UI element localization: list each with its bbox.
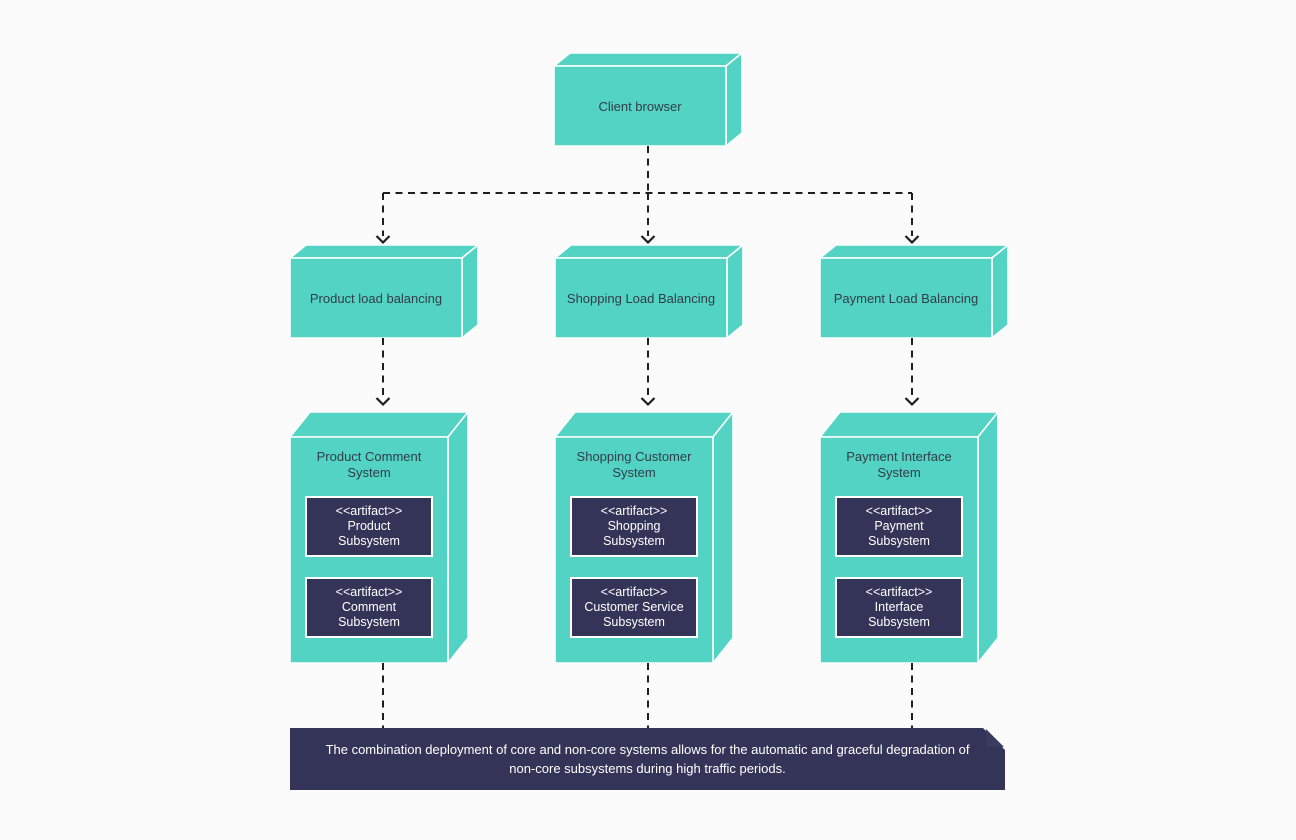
- node-top-face: [820, 245, 1008, 259]
- artifact-payment-subsystem: <<artifact>> Payment Subsystem: [835, 496, 963, 557]
- node-side-face: [461, 245, 478, 338]
- node-label: Product Comment System: [316, 449, 422, 480]
- note-fold-corner: [986, 729, 1004, 747]
- arrowhead-product-lb: [375, 235, 391, 245]
- node-side-face: [977, 412, 998, 663]
- node-side-face: [447, 412, 468, 663]
- artifact-name: Interface: [874, 600, 924, 614]
- artifact-shopping-subsystem: <<artifact>> Shopping Subsystem: [570, 496, 698, 557]
- artifact-name: Customer Service: [584, 600, 684, 614]
- artifact-interface-subsystem: <<artifact>> Interface Subsystem: [835, 577, 963, 638]
- node-box-graphic: [555, 245, 743, 338]
- artifact-kind: Subsystem: [338, 615, 400, 629]
- artifact-kind: Subsystem: [868, 615, 930, 629]
- artifact-stereotype: <<artifact>>: [335, 504, 403, 518]
- node-front-face: [555, 257, 728, 338]
- node-label: Payment Load Balancing: [833, 290, 979, 306]
- arrowhead-shopping-system: [640, 397, 656, 407]
- node-product-load-balancing: Product load balancing: [290, 245, 478, 338]
- deployment-note: The combination deployment of core and n…: [290, 728, 1005, 790]
- node-top-face: [290, 412, 468, 438]
- node-front-face: [554, 65, 727, 146]
- node-top-face: [555, 245, 743, 259]
- arrowhead-shopping-lb: [640, 235, 656, 245]
- node-side-face: [725, 53, 742, 146]
- artifact-stereotype: <<artifact>>: [600, 504, 668, 518]
- artifact-kind: Subsystem: [338, 534, 400, 548]
- node-label: Product load balancing: [309, 290, 443, 306]
- node-side-face: [991, 245, 1008, 338]
- note-text: The combination deployment of core and n…: [325, 742, 970, 776]
- arrowhead-payment-lb: [904, 235, 920, 245]
- node-label: Payment Interface System: [846, 449, 952, 480]
- node-label: Shopping Load Balancing: [566, 290, 716, 306]
- node-side-face: [712, 412, 733, 663]
- artifact-name: Comment: [341, 600, 397, 614]
- node-side-face: [726, 245, 743, 338]
- artifact-kind: Subsystem: [868, 534, 930, 548]
- node-product-comment-system: Product Comment System <<artifact>> Prod…: [290, 412, 468, 663]
- artifact-stereotype: <<artifact>>: [335, 585, 403, 599]
- artifact-name: Product: [347, 519, 391, 533]
- artifact-product-subsystem: <<artifact>> Product Subsystem: [305, 496, 433, 557]
- node-front-face: [820, 257, 993, 338]
- arrowhead-product-system: [375, 397, 391, 407]
- node-box-graphic: [290, 245, 478, 338]
- node-box-graphic: [820, 245, 1008, 338]
- artifact-stereotype: <<artifact>>: [865, 504, 933, 518]
- artifact-kind: Subsystem: [603, 534, 665, 548]
- node-top-face: [554, 53, 742, 67]
- node-label: Shopping Customer System: [576, 449, 692, 480]
- artifact-name: Payment: [874, 519, 924, 533]
- arrowhead-payment-system: [904, 397, 920, 407]
- node-shopping-customer-system: Shopping Customer System <<artifact>> Sh…: [555, 412, 733, 663]
- node-payment-load-balancing: Payment Load Balancing: [820, 245, 1008, 338]
- artifact-stereotype: <<artifact>>: [600, 585, 668, 599]
- node-front-face: [290, 257, 463, 338]
- artifact-stereotype: <<artifact>>: [865, 585, 933, 599]
- node-box-graphic: [554, 53, 742, 146]
- node-client-browser: Client browser: [554, 53, 742, 146]
- node-top-face: [820, 412, 998, 438]
- node-top-face: [290, 245, 478, 259]
- node-shopping-load-balancing: Shopping Load Balancing: [555, 245, 743, 338]
- artifact-kind: Subsystem: [603, 615, 665, 629]
- node-label: Client browser: [598, 98, 682, 114]
- artifact-customer-service-subsystem: <<artifact>> Customer Service Subsystem: [570, 577, 698, 638]
- artifact-comment-subsystem: <<artifact>> Comment Subsystem: [305, 577, 433, 638]
- node-top-face: [555, 412, 733, 438]
- node-payment-interface-system: Payment Interface System <<artifact>> Pa…: [820, 412, 998, 663]
- artifact-name: Shopping: [607, 519, 661, 533]
